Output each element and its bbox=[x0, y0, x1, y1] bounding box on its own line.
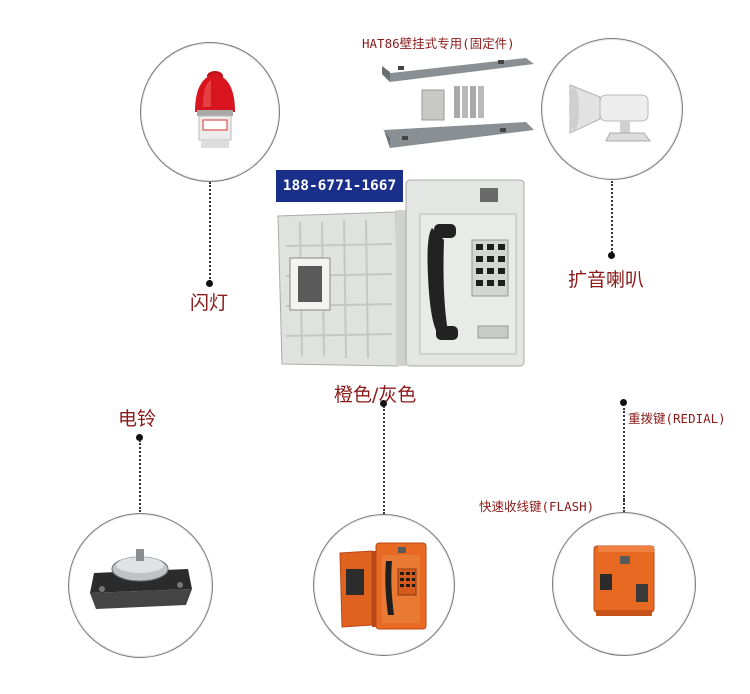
redial-connector bbox=[623, 408, 625, 500]
gray-telephone-icon bbox=[277, 179, 525, 367]
electric-bell-icon bbox=[90, 549, 192, 609]
speaker-connector bbox=[611, 181, 613, 253]
speaker-dot bbox=[608, 252, 615, 259]
flash-key-connector bbox=[623, 500, 625, 512]
orange-telephone-open-icon bbox=[339, 542, 427, 630]
speaker-label: 扩音喇叭 bbox=[568, 269, 645, 291]
bell-connector bbox=[139, 440, 141, 512]
flash-lamp-connector bbox=[209, 182, 211, 282]
flash-lamp-dot bbox=[206, 280, 213, 287]
bell-label: 电铃 bbox=[118, 408, 157, 430]
redial-dot bbox=[620, 399, 627, 406]
phone-number-badge: 188-6771-1667 bbox=[276, 170, 403, 202]
orange-telephone-closed-icon bbox=[593, 545, 655, 616]
alarm-light-icon bbox=[195, 71, 235, 148]
color-connector bbox=[383, 406, 385, 514]
wall-bracket-icon bbox=[382, 58, 534, 148]
flash-key-label: 快速收线键(FLASH) bbox=[479, 499, 595, 514]
bell-dot bbox=[136, 434, 143, 441]
horn-speaker-icon bbox=[569, 84, 651, 142]
color-dot bbox=[380, 400, 387, 407]
color-label: 橙色/灰色 bbox=[334, 384, 417, 406]
flash-lamp-label: 闪灯 bbox=[190, 292, 229, 314]
bracket-label: HAT86壁挂式专用(固定件) bbox=[362, 36, 515, 51]
redial-label: 重拨键(REDIAL) bbox=[628, 411, 726, 426]
